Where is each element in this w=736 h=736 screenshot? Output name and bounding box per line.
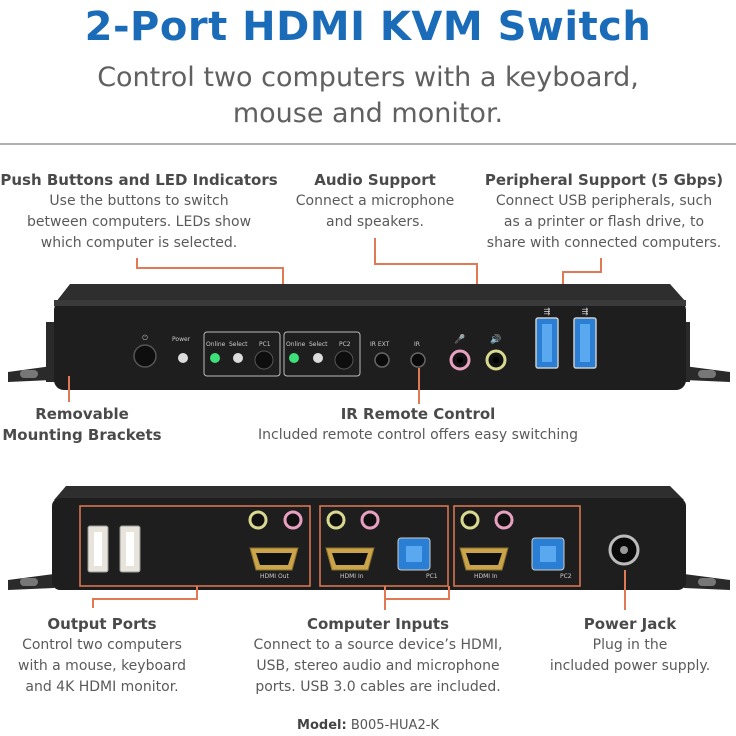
callout-heading: Push Buttons and LED Indicators [0, 171, 278, 189]
hdmi-out-label: HDMI Out [260, 573, 289, 580]
callout-power-jack: Power Jack Plug in the included power su… [530, 614, 730, 677]
callout-brackets: Removable Mounting Brackets [0, 404, 164, 446]
leader-line [562, 271, 564, 291]
leader-line [384, 598, 386, 610]
select-label: Select [229, 341, 248, 348]
callout-text: Connect a microphone [295, 193, 455, 209]
leader-line [600, 258, 602, 272]
hdmi-in-label: HDMI In [474, 573, 498, 580]
callout-text: between computers. LEDs show [26, 214, 252, 230]
callout-text: USB, stereo audio and microphone [256, 658, 500, 674]
callout-text: and speakers. [326, 214, 424, 230]
leader-line [374, 238, 376, 264]
svg-text:⏻: ⏻ [142, 334, 148, 342]
pc1-label: PC1 [426, 573, 438, 580]
callout-heading: Removable [35, 405, 129, 423]
leader-line [384, 598, 450, 600]
callout-peripheral: Peripheral Support (5 Gbps) Connect USB … [472, 170, 736, 254]
leader-line [136, 267, 284, 269]
callout-heading: Peripheral Support (5 Gbps) [484, 171, 724, 189]
callout-text: share with connected computers. [486, 235, 722, 251]
callout-text: Use the buttons to switch [49, 193, 229, 209]
callout-text: ports. USB 3.0 cables are included. [255, 679, 501, 695]
callout-computer-inputs: Computer Inputs Connect to a source devi… [212, 614, 544, 698]
callout-heading: Audio Support [314, 171, 436, 189]
callout-ir-remote: IR Remote Control Included remote contro… [198, 404, 638, 446]
svg-text:⇶: ⇶ [544, 307, 551, 316]
callout-text: with a mouse, keyboard [18, 658, 186, 674]
callout-text: Connect to a source device’s HDMI, [253, 637, 503, 653]
pc1-label: PC1 [259, 341, 271, 348]
callout-text: which computer is selected. [40, 235, 238, 251]
subtitle-line-1: Control two computers with a keyboard, [97, 62, 639, 93]
header-divider [0, 143, 736, 145]
svg-text:⇶: ⇶ [582, 307, 589, 316]
leader-line [92, 598, 198, 600]
leader-line [448, 586, 450, 600]
callout-text: Connect USB peripherals, such [495, 193, 713, 209]
callout-text: and 4K HDMI monitor. [25, 679, 179, 695]
ir-label: IR [414, 341, 420, 348]
leader-line [68, 376, 70, 402]
callout-text: Plug in the [592, 637, 668, 653]
leader-line [136, 258, 138, 268]
svg-text:🎤: 🎤 [454, 333, 465, 345]
callout-heading: Mounting Brackets [2, 426, 162, 444]
callout-text: Included remote control offers easy swit… [258, 427, 578, 443]
callout-heading: Computer Inputs [306, 615, 450, 633]
power-label: Power [172, 336, 191, 343]
ir-ext-label: IR EXT [370, 341, 390, 348]
front-panel-device: ⏻ 🎤 🔊 ⇶ ⇶ [8, 284, 730, 390]
callout-text: as a printer or flash drive, to [503, 214, 705, 230]
leader-line [384, 586, 386, 600]
online-label: Online [206, 341, 226, 348]
model-number: Model: B005-HUA2-K [0, 718, 736, 733]
leader-line [374, 263, 478, 265]
page-title: 2-Port HDMI KVM Switch [84, 4, 652, 50]
leader-line [624, 570, 626, 610]
callout-heading: IR Remote Control [340, 405, 496, 423]
callout-heading: Power Jack [583, 615, 677, 633]
callout-text: included power supply. [549, 658, 711, 674]
model-value: B005-HUA2-K [350, 718, 439, 733]
svg-text:🔊: 🔊 [490, 333, 501, 345]
callout-audio: Audio Support Connect a microphone and s… [278, 170, 472, 233]
leader-line [418, 368, 420, 404]
model-label: Model: [297, 718, 347, 733]
callout-push-buttons: Push Buttons and LED Indicators Use the … [0, 170, 278, 254]
hdmi-in-label: HDMI In [340, 573, 364, 580]
callout-text: Control two computers [22, 637, 182, 653]
leader-line [562, 271, 602, 273]
leader-line [196, 586, 198, 600]
pc2-label: PC2 [339, 341, 351, 348]
subtitle-line-2: mouse and monitor. [232, 98, 504, 129]
callout-heading: Output Ports [47, 615, 157, 633]
pc2-label: PC2 [560, 573, 572, 580]
select-label: Select [309, 341, 328, 348]
callout-output-ports: Output Ports Control two computers with … [0, 614, 204, 698]
online-label: Online [286, 341, 306, 348]
rear-panel-device [8, 486, 730, 590]
leader-line [92, 598, 94, 608]
page-subtitle: Control two computers with a keyboard, m… [0, 60, 736, 132]
